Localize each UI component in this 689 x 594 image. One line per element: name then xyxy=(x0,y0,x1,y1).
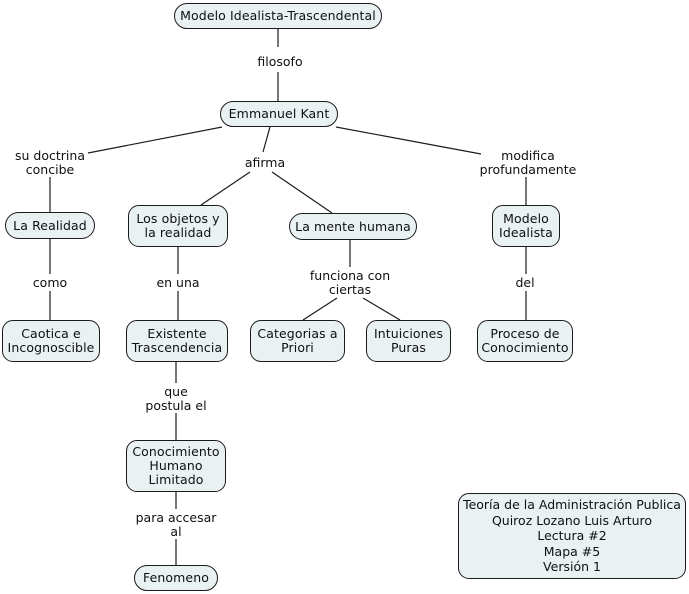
edge-funciona-to-categorias xyxy=(302,297,338,321)
node-modelo-idealista[interactable]: Modelo Idealista xyxy=(492,205,560,247)
link-label-su-doctrina-concibe[interactable]: su doctrina concibe xyxy=(15,148,85,177)
edge-afirma-to-la-mente xyxy=(271,171,333,214)
link-label-en-una[interactable]: en una xyxy=(156,275,200,290)
edge-afirma-to-los-objetos xyxy=(200,171,251,206)
node-emmanuel-kant[interactable]: Emmanuel Kant xyxy=(220,101,338,127)
node-modelo-idealista-trascendental[interactable]: Modelo Idealista-Trascendental xyxy=(174,3,382,29)
node-proceso-de-conocimiento[interactable]: Proceso de Conocimiento xyxy=(477,320,573,362)
link-label-filosofo[interactable]: filosofo xyxy=(257,54,303,69)
edge-kant-to-su-doctrina-concibe xyxy=(87,126,223,154)
link-label-para-accesar-al[interactable]: para accesar al xyxy=(135,510,217,539)
link-label-que-postula-el[interactable]: que postula el xyxy=(145,384,207,413)
node-la-mente-humana[interactable]: La mente humana xyxy=(289,213,417,240)
node-fenomeno[interactable]: Fenomeno xyxy=(134,565,218,591)
link-label-como[interactable]: como xyxy=(32,275,68,290)
link-label-afirma[interactable]: afirma xyxy=(244,155,286,170)
node-caotica-e-incognoscible[interactable]: Caotica e Incognoscible xyxy=(2,320,100,362)
node-intuiciones-puras[interactable]: Intuiciones Puras xyxy=(366,320,451,362)
node-los-objetos-y-la-realidad[interactable]: Los objetos y la realidad xyxy=(128,205,228,247)
edge-funciona-to-intuiciones xyxy=(362,297,401,321)
node-categorias-a-priori[interactable]: Categorias a Priori xyxy=(250,320,345,362)
node-la-realidad[interactable]: La Realidad xyxy=(5,212,95,239)
node-existente-trascendencia[interactable]: Existente Trascendencia xyxy=(126,320,228,362)
legend-info-box[interactable]: Teoría de la Administración Publica Quir… xyxy=(458,493,686,579)
link-label-del[interactable]: del xyxy=(515,275,535,290)
link-label-funciona-con-ciertas[interactable]: funciona con ciertas xyxy=(309,268,391,297)
link-label-modifica-profundamente[interactable]: modifica profundamente xyxy=(479,148,577,177)
node-conocimiento-humano-limitado[interactable]: Conocimiento Humano Limitado xyxy=(126,440,226,492)
edge-kant-to-afirma xyxy=(262,126,271,153)
edge-kant-to-modifica xyxy=(335,126,482,155)
